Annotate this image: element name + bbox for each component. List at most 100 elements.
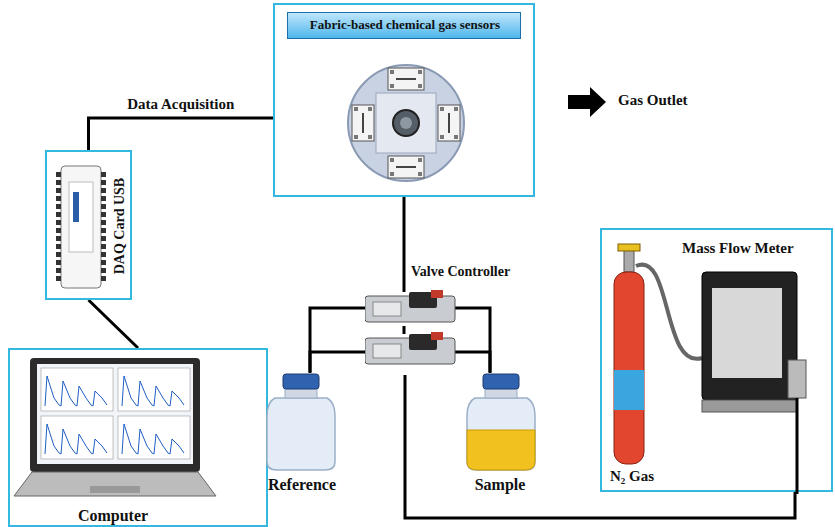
daq-pin (101, 228, 106, 233)
daq-pin (101, 180, 106, 185)
cylinder-band (614, 370, 644, 410)
sensor-chamber-box: Fabric-based chemical gas sensors (273, 3, 535, 197)
node-label: Valve Controller (411, 264, 510, 280)
valve-connector (431, 290, 443, 298)
node-label: DAQ Card USB (112, 178, 128, 274)
node-illustration (602, 230, 835, 494)
sensor-response-trace (122, 376, 184, 406)
chart-panel (41, 416, 113, 459)
node-label: Computer (78, 507, 148, 525)
daq-pin (56, 228, 61, 233)
lower-valve-pipe (310, 352, 365, 373)
chart-panel (118, 368, 190, 411)
daq-pin (101, 244, 106, 249)
daq-pin (101, 196, 106, 201)
gas-inlet-core (400, 117, 412, 129)
chart-panel (118, 416, 190, 459)
chamber-pipe (403, 262, 406, 292)
daq-pin (56, 188, 61, 193)
sample-bottle: Sample (455, 372, 550, 500)
valve-joint (403, 326, 406, 334)
pipe-connector (310, 308, 365, 372)
daq-pin (101, 268, 106, 273)
fabric-sensor (388, 68, 424, 90)
sensor-response-trace (45, 424, 107, 454)
touchpad (90, 486, 140, 493)
sample-liquid (467, 430, 535, 470)
daq-pin (56, 276, 61, 281)
daq-pin (56, 268, 61, 273)
daq-pin (101, 212, 106, 217)
gas-hose (636, 265, 702, 359)
sensor-pad (354, 107, 358, 111)
title-banner: Fabric-based chemical gas sensors (287, 12, 521, 39)
edge-label: Data Acquisition (127, 96, 234, 113)
pipe-connector (89, 300, 139, 348)
sensor-pad (454, 135, 458, 139)
daq-pin (56, 196, 61, 201)
chart-panel (41, 368, 113, 411)
sensor-response-trace (122, 424, 184, 454)
mfc-front-panel (712, 288, 782, 378)
node-label: Mass Flow Meter (682, 240, 794, 257)
n2-cylinder (614, 272, 644, 464)
bottle-cap (483, 374, 519, 389)
gas-supply-box: Mass Flow Meter N₂ Gas (600, 228, 833, 492)
node-illustration (10, 350, 270, 527)
sensor-pad (368, 135, 372, 139)
sensor-pad (390, 158, 394, 162)
node-label: N₂ Gas (610, 468, 654, 485)
sensor-film (396, 166, 416, 168)
outlet-arrow (568, 87, 606, 117)
bottle-body (467, 398, 535, 470)
daq-box: DAQ Card USB (45, 150, 132, 300)
laptop-screen (37, 364, 193, 464)
computer-box: Computer (8, 348, 268, 527)
daq-pin (56, 236, 61, 241)
daq-pin (56, 220, 61, 225)
sensor-pad (418, 172, 422, 176)
valve-controller: Valve Controller (365, 262, 540, 375)
sensor-film (448, 113, 450, 133)
sensor-pad (390, 172, 394, 176)
bottle-body (267, 398, 335, 470)
lower-valve-pipe (455, 352, 490, 373)
mfc-outlet-fitting (788, 360, 806, 398)
sensor-pad (418, 70, 422, 74)
reference-bottle: Reference (255, 372, 350, 500)
sensor-pad (368, 107, 372, 111)
sensor-pad (440, 107, 444, 111)
outlet-pipe (796, 398, 799, 494)
pipe-connector (403, 197, 406, 262)
daq-pin (56, 172, 61, 177)
daq-pin (56, 204, 61, 209)
daq-pin (101, 204, 106, 209)
sensor-chamber (348, 65, 464, 181)
node-label: Reference (268, 476, 336, 494)
daq-label-area (69, 182, 93, 252)
daq-pin (101, 220, 106, 225)
sensor-pad (418, 84, 422, 88)
bottle-cap (283, 374, 319, 389)
sensor-film (362, 113, 364, 133)
laptop-base (14, 472, 216, 496)
sensor-pad (390, 84, 394, 88)
daq-pin (56, 252, 61, 257)
daq-pin (101, 188, 106, 193)
daq-pin (56, 212, 61, 217)
outlet-label: Gas Outlet (618, 92, 688, 109)
sensor-pad (454, 107, 458, 111)
fabric-sensor (352, 105, 374, 141)
chamber-plate (376, 93, 436, 153)
sensor-response-trace (45, 376, 107, 406)
laptop-lid (30, 358, 200, 472)
daq-logo (73, 192, 79, 222)
daq-pin (56, 180, 61, 185)
daq-pin (101, 172, 106, 177)
pipe-connector (455, 308, 490, 372)
daq-pin (101, 236, 106, 241)
cylinder-valve (624, 250, 634, 272)
sensor-pad (354, 135, 358, 139)
mass-flow-controller (702, 272, 797, 400)
